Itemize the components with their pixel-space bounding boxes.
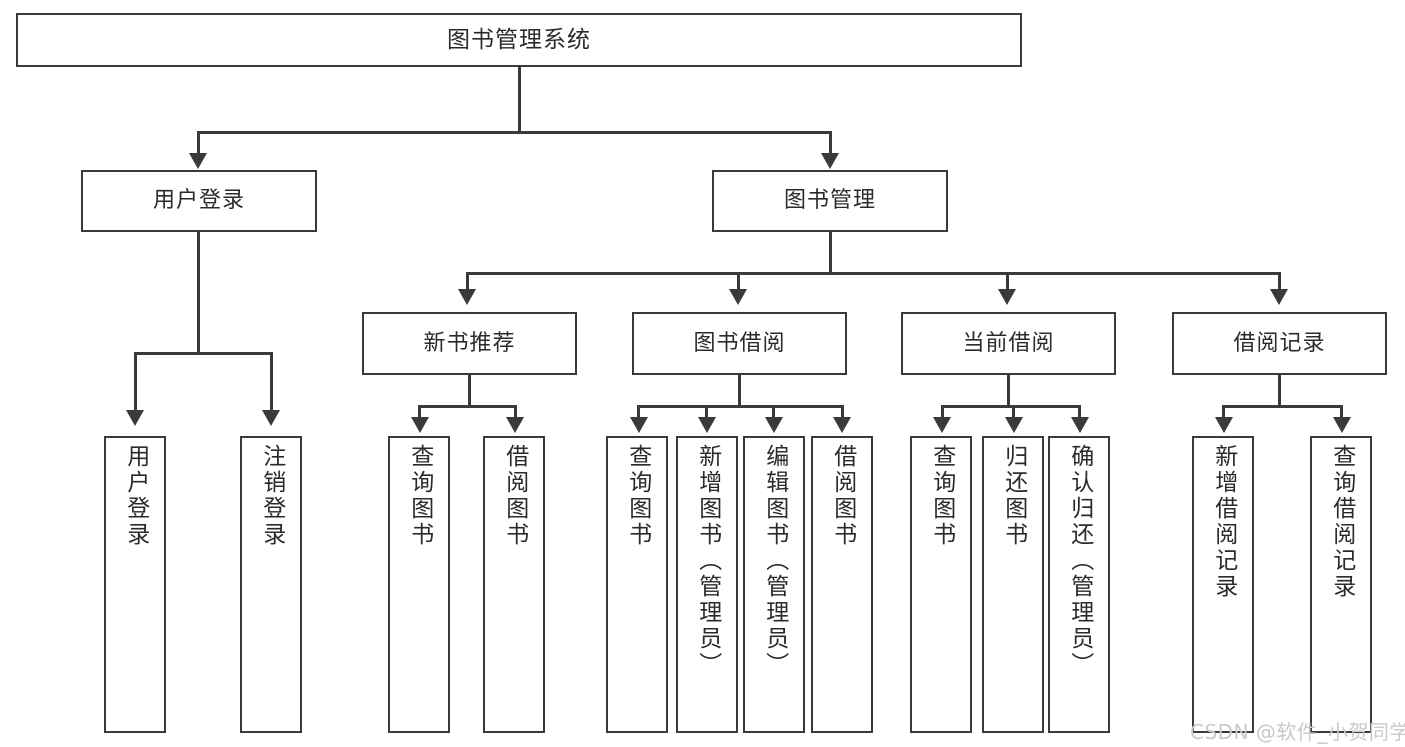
connector-current-borrow-leaf-1 xyxy=(941,405,944,419)
node-label: 借阅记录 xyxy=(1233,330,1326,356)
node-label: 借阅图书 xyxy=(501,444,528,548)
connector-bm-to-new-book xyxy=(466,272,469,292)
connector-borrow-record-stem xyxy=(1278,375,1281,405)
leaf-current-borrow-return[interactable]: 归还图书 xyxy=(982,436,1044,733)
leaf-book-borrow-edit[interactable]: 编辑图书（管理员） xyxy=(743,436,805,733)
node-label: 新增图书（管理员） xyxy=(694,444,721,678)
connector-bm-to-borrow-record xyxy=(1278,272,1281,292)
leaf-user-login-login[interactable]: 用户登录 xyxy=(104,436,166,733)
arrow-book-borrow-leaf-2 xyxy=(698,417,716,433)
connector-book-borrow-stem xyxy=(738,375,741,405)
arrow-user-login-leaf-1 xyxy=(126,410,144,426)
arrow-bm-to-current-borrow xyxy=(998,289,1016,305)
node-label: 查询图书 xyxy=(624,444,651,548)
connector-bm-to-current-borrow xyxy=(1006,272,1009,292)
arrow-book-borrow-leaf-4 xyxy=(833,417,851,433)
arrow-book-borrow-leaf-1 xyxy=(630,417,648,433)
arrow-bm-to-new-book xyxy=(458,289,476,305)
arrow-borrow-record-leaf-2 xyxy=(1333,417,1351,433)
node-label: 注销登录 xyxy=(258,444,285,548)
arrow-current-borrow-leaf-2 xyxy=(1005,417,1023,433)
arrow-borrow-record-leaf-1 xyxy=(1215,417,1233,433)
leaf-new-book-query[interactable]: 查询图书 xyxy=(388,436,450,733)
connector-new-book-leaf-1 xyxy=(418,405,421,419)
arrow-root-to-user-login xyxy=(189,153,207,169)
leaf-borrow-record-query[interactable]: 查询借阅记录 xyxy=(1310,436,1372,733)
leaf-current-borrow-confirm[interactable]: 确认归还（管理员） xyxy=(1048,436,1110,733)
node-borrow-record[interactable]: 借阅记录 xyxy=(1172,312,1387,375)
connector-book-borrow-leaf-4 xyxy=(841,405,844,419)
leaf-book-borrow-query[interactable]: 查询图书 xyxy=(606,436,668,733)
connector-book-borrow-leaf-2 xyxy=(705,405,708,419)
arrow-bm-to-book-borrow xyxy=(729,289,747,305)
connector-new-book-leaf-2 xyxy=(514,405,517,419)
connector-user-login-bar xyxy=(134,352,272,355)
connector-current-borrow-leaf-2 xyxy=(1012,405,1015,419)
connector-book-management-bar xyxy=(466,272,1278,275)
leaf-user-login-logout[interactable]: 注销登录 xyxy=(240,436,302,733)
connector-bm-to-book-borrow xyxy=(737,272,740,292)
node-label: 图书管理系统 xyxy=(447,26,591,53)
connector-root-bar xyxy=(197,131,831,134)
connector-current-borrow-leaf-3 xyxy=(1078,405,1081,419)
arrow-current-borrow-leaf-3 xyxy=(1071,417,1089,433)
node-root-system[interactable]: 图书管理系统 xyxy=(16,13,1022,67)
node-label: 借阅图书 xyxy=(829,444,856,548)
connector-current-borrow-bar xyxy=(941,405,1080,408)
connector-user-login-stem xyxy=(197,232,200,352)
node-label: 新书推荐 xyxy=(423,330,516,356)
connector-book-borrow-bar xyxy=(637,405,843,408)
node-label: 用户登录 xyxy=(122,444,149,548)
arrow-book-borrow-leaf-3 xyxy=(765,417,783,433)
connector-user-login-leaf-1 xyxy=(134,352,137,414)
connector-book-borrow-leaf-3 xyxy=(772,405,775,419)
connector-root-to-book-manage xyxy=(829,131,832,157)
connector-new-book-bar xyxy=(418,405,516,408)
leaf-book-borrow-add[interactable]: 新增图书（管理员） xyxy=(676,436,738,733)
connector-new-book-stem xyxy=(468,375,471,405)
node-label: 用户登录 xyxy=(152,188,245,214)
node-label: 图书借阅 xyxy=(693,330,786,356)
leaf-current-borrow-query[interactable]: 查询图书 xyxy=(910,436,972,733)
node-current-borrow[interactable]: 当前借阅 xyxy=(901,312,1116,375)
node-label: 查询图书 xyxy=(928,444,955,548)
connector-user-login-leaf-2 xyxy=(270,352,273,414)
connector-borrow-record-leaf-1 xyxy=(1222,405,1225,419)
node-label: 查询图书 xyxy=(406,444,433,548)
arrow-current-borrow-leaf-1 xyxy=(933,417,951,433)
node-new-book-recommend[interactable]: 新书推荐 xyxy=(362,312,577,375)
connector-root-stem xyxy=(518,67,521,131)
node-label: 新增借阅记录 xyxy=(1210,444,1237,600)
node-user-login[interactable]: 用户登录 xyxy=(81,170,317,232)
connector-borrow-record-bar xyxy=(1222,405,1342,408)
connector-root-to-user-login xyxy=(197,131,200,157)
connector-borrow-record-leaf-2 xyxy=(1340,405,1343,419)
node-label: 归还图书 xyxy=(1000,444,1027,548)
leaf-borrow-record-add[interactable]: 新增借阅记录 xyxy=(1192,436,1254,733)
node-label: 当前借阅 xyxy=(962,330,1055,356)
arrow-user-login-leaf-2 xyxy=(262,410,280,426)
leaf-book-borrow-borrow[interactable]: 借阅图书 xyxy=(811,436,873,733)
connector-book-management-stem xyxy=(829,232,832,272)
connector-book-borrow-leaf-1 xyxy=(637,405,640,419)
node-book-management[interactable]: 图书管理 xyxy=(712,170,948,232)
arrow-new-book-leaf-2 xyxy=(506,417,524,433)
arrow-root-to-book-manage xyxy=(821,153,839,169)
node-label: 编辑图书（管理员） xyxy=(761,444,788,678)
leaf-new-book-borrow[interactable]: 借阅图书 xyxy=(483,436,545,733)
node-label: 查询借阅记录 xyxy=(1328,444,1355,600)
node-label: 确认归还（管理员） xyxy=(1066,444,1093,678)
arrow-new-book-leaf-1 xyxy=(411,417,429,433)
arrow-bm-to-borrow-record xyxy=(1270,289,1288,305)
node-book-borrow[interactable]: 图书借阅 xyxy=(632,312,847,375)
node-label: 图书管理 xyxy=(783,188,876,214)
connector-current-borrow-stem xyxy=(1007,375,1010,405)
